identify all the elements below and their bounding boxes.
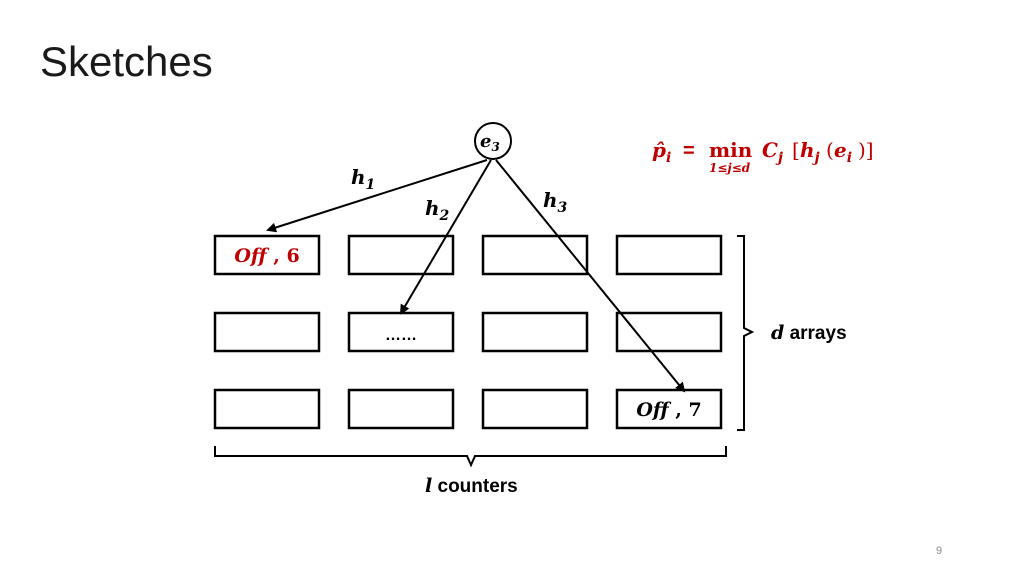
- rows-brace-label: d arrays: [771, 322, 847, 344]
- svg-text:Cj: Cj: [762, 138, 783, 166]
- element-node-sub: 3: [491, 140, 499, 154]
- formula-c-sub: j: [775, 150, 783, 166]
- counter-cell: [615, 388, 723, 430]
- counter-grid: [213, 234, 723, 430]
- cell-r2c2-text: ……: [385, 327, 417, 344]
- formula-e-sub: i: [847, 150, 852, 166]
- rows-brace: [737, 235, 755, 431]
- svg-text:ei: ei: [834, 138, 852, 166]
- svg-text:e3: e3: [480, 131, 500, 154]
- formula-h: h: [800, 138, 815, 162]
- counter-cell: [213, 234, 321, 276]
- element-node: e3: [474, 122, 512, 160]
- counter-cell: [481, 388, 589, 430]
- page-number: 9: [936, 545, 943, 557]
- formula-open-bracket: [: [792, 138, 800, 162]
- formula-min: min: [709, 138, 753, 162]
- element-node-base: e: [480, 131, 491, 152]
- counter-cell: [347, 388, 455, 430]
- hash-label-h2: h2: [425, 196, 450, 224]
- slide-title: Sketches: [40, 38, 213, 85]
- counter-cell: [347, 311, 455, 353]
- cols-brace: [214, 446, 727, 468]
- hash-arrow-h3: [495, 159, 686, 393]
- formula-close: )]: [858, 138, 874, 162]
- svg-text:hj: hj: [800, 138, 820, 166]
- formula-min-sub: 1≤j≤d: [709, 161, 751, 175]
- formula-h-sub: j: [812, 150, 820, 166]
- counter-cell: [615, 311, 723, 353]
- formula-lhs: p̂: [652, 138, 666, 162]
- formula-lhs-sub: i: [666, 150, 671, 166]
- estimate-formula: p̂i = min 1≤j≤d Cj [ hj ( ei )]: [652, 138, 874, 175]
- formula-e: e: [834, 138, 847, 162]
- formula-equals: =: [683, 140, 695, 162]
- hash-label-h1: h1: [351, 165, 375, 193]
- element-node-circle: [474, 122, 512, 160]
- hash-arrow-h1: [266, 159, 488, 233]
- formula-c: C: [762, 138, 778, 162]
- counter-cell: [347, 234, 455, 276]
- counter-cell: [615, 234, 723, 276]
- cols-brace-label: l counters: [425, 475, 518, 497]
- cell-r3c4-text: Off , 7: [636, 399, 701, 421]
- counter-cell: [213, 311, 321, 353]
- formula-open-paren: (: [826, 138, 834, 162]
- cell-r1c1-text: Off , 6: [234, 245, 299, 267]
- hash-label-h3: h3: [543, 188, 568, 216]
- counter-cell: [213, 388, 321, 430]
- counter-cell: [481, 311, 589, 353]
- counter-cell: [481, 234, 589, 276]
- svg-text:p̂i: p̂i: [652, 138, 671, 166]
